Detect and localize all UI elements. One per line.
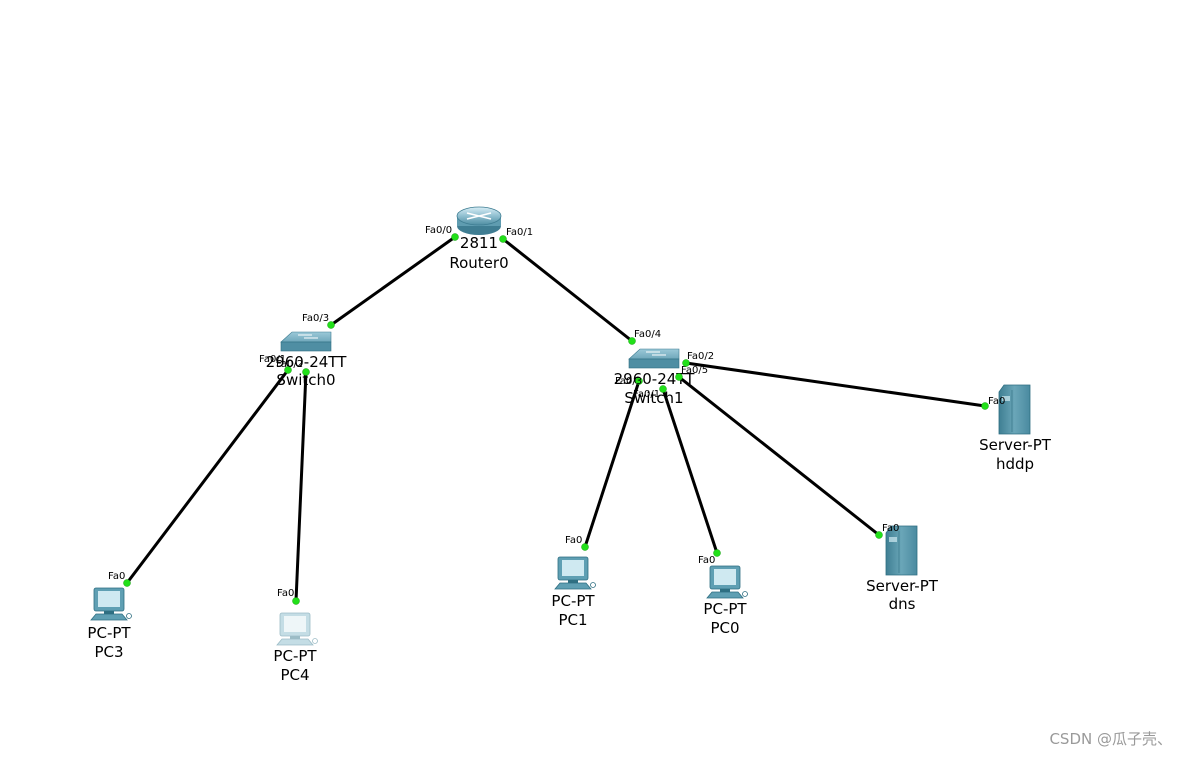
- port-label: Fa0/2: [687, 351, 714, 362]
- pc-icon: [90, 587, 132, 621]
- port-label: Fa0/1: [506, 227, 533, 238]
- port-label: Fa0/3: [302, 313, 329, 324]
- port-label: Fa0/0: [425, 225, 452, 236]
- device-model-label: 2811: [460, 234, 498, 252]
- switch-icon: [280, 331, 332, 352]
- link-switch1-dns[interactable]: [677, 375, 881, 537]
- port-label: Fa0: [108, 571, 125, 582]
- port-status-dot: [659, 385, 667, 393]
- device-name-label: PC1: [558, 611, 587, 629]
- device-model-label: PC-PT: [273, 647, 317, 665]
- link-switch0-pc4[interactable]: [294, 370, 308, 603]
- port-status-dot: [451, 233, 459, 241]
- port-status-dot: [628, 337, 636, 345]
- port-label: Fa0/1: [633, 389, 660, 400]
- pc-icon: [554, 556, 596, 590]
- ports-layer: Fa0/0Fa0/3Fa0/1Fa0/4Fa0/1Fa0Fa0/2Fa0Fa0/…: [108, 225, 1005, 605]
- device-model-label: PC-PT: [703, 600, 747, 618]
- device-name-label: Router0: [449, 254, 508, 272]
- port-status-dot: [327, 321, 335, 329]
- port-status-dot: [682, 359, 690, 367]
- link-switch0-pc3[interactable]: [125, 368, 290, 585]
- device-model-label: Server-PT: [866, 577, 939, 595]
- port-label: Fa0/2: [276, 359, 303, 370]
- port-status-dot: [292, 597, 300, 605]
- server-icon: [998, 384, 1031, 435]
- port-status-dot: [302, 368, 310, 376]
- links-layer: [125, 235, 987, 603]
- link-switch1-pc1[interactable]: [583, 379, 641, 549]
- port-label: Fa0: [565, 535, 582, 546]
- port-status-dot: [499, 235, 507, 243]
- port-status-dot: [581, 543, 589, 551]
- link-switch1-hddp[interactable]: [684, 361, 987, 408]
- device-name-label: PC4: [280, 666, 309, 684]
- pc-icon: [706, 565, 748, 599]
- router-icon: [456, 206, 502, 235]
- port-status-dot: [981, 402, 989, 410]
- switch-icon: [628, 348, 680, 369]
- port-label: Fa0: [277, 588, 294, 599]
- port-status-dot: [875, 531, 883, 539]
- port-label: Fa0/3: [615, 376, 642, 387]
- device-model-label: PC-PT: [87, 624, 131, 642]
- port-status-dot: [713, 549, 721, 557]
- device-model-label: 2960-24TT: [266, 353, 348, 371]
- port-label: Fa0/1: [259, 354, 286, 365]
- link-switch1-pc0[interactable]: [661, 387, 719, 555]
- port-label: Fa0/5: [681, 365, 708, 376]
- device-name-label: PC3: [94, 643, 123, 661]
- port-status-dot: [284, 366, 292, 374]
- port-status-dot: [675, 373, 683, 381]
- device-name-label: hddp: [996, 455, 1034, 473]
- device-model-label: Server-PT: [979, 436, 1052, 454]
- port-status-dot: [123, 579, 131, 587]
- device-name-label: Switch1: [624, 389, 683, 407]
- port-label: Fa0: [988, 396, 1005, 407]
- link-router0-switch1[interactable]: [501, 237, 634, 343]
- device-name-label: Switch0: [276, 371, 335, 389]
- device-model-label: PC-PT: [551, 592, 595, 610]
- device-name-label: PC0: [710, 619, 739, 637]
- port-label: Fa0: [698, 555, 715, 566]
- watermark: CSDN @瓜子壳、: [1049, 730, 1172, 748]
- pc-icon: [276, 612, 318, 646]
- link-router0-switch0[interactable]: [329, 235, 457, 327]
- device-model-label: 2960-24TT: [614, 370, 696, 388]
- port-label: Fa0: [882, 523, 899, 534]
- device-name-label: dns: [889, 595, 916, 613]
- server-icon: [885, 525, 918, 576]
- port-label: Fa0/4: [634, 329, 661, 340]
- port-status-dot: [635, 377, 643, 385]
